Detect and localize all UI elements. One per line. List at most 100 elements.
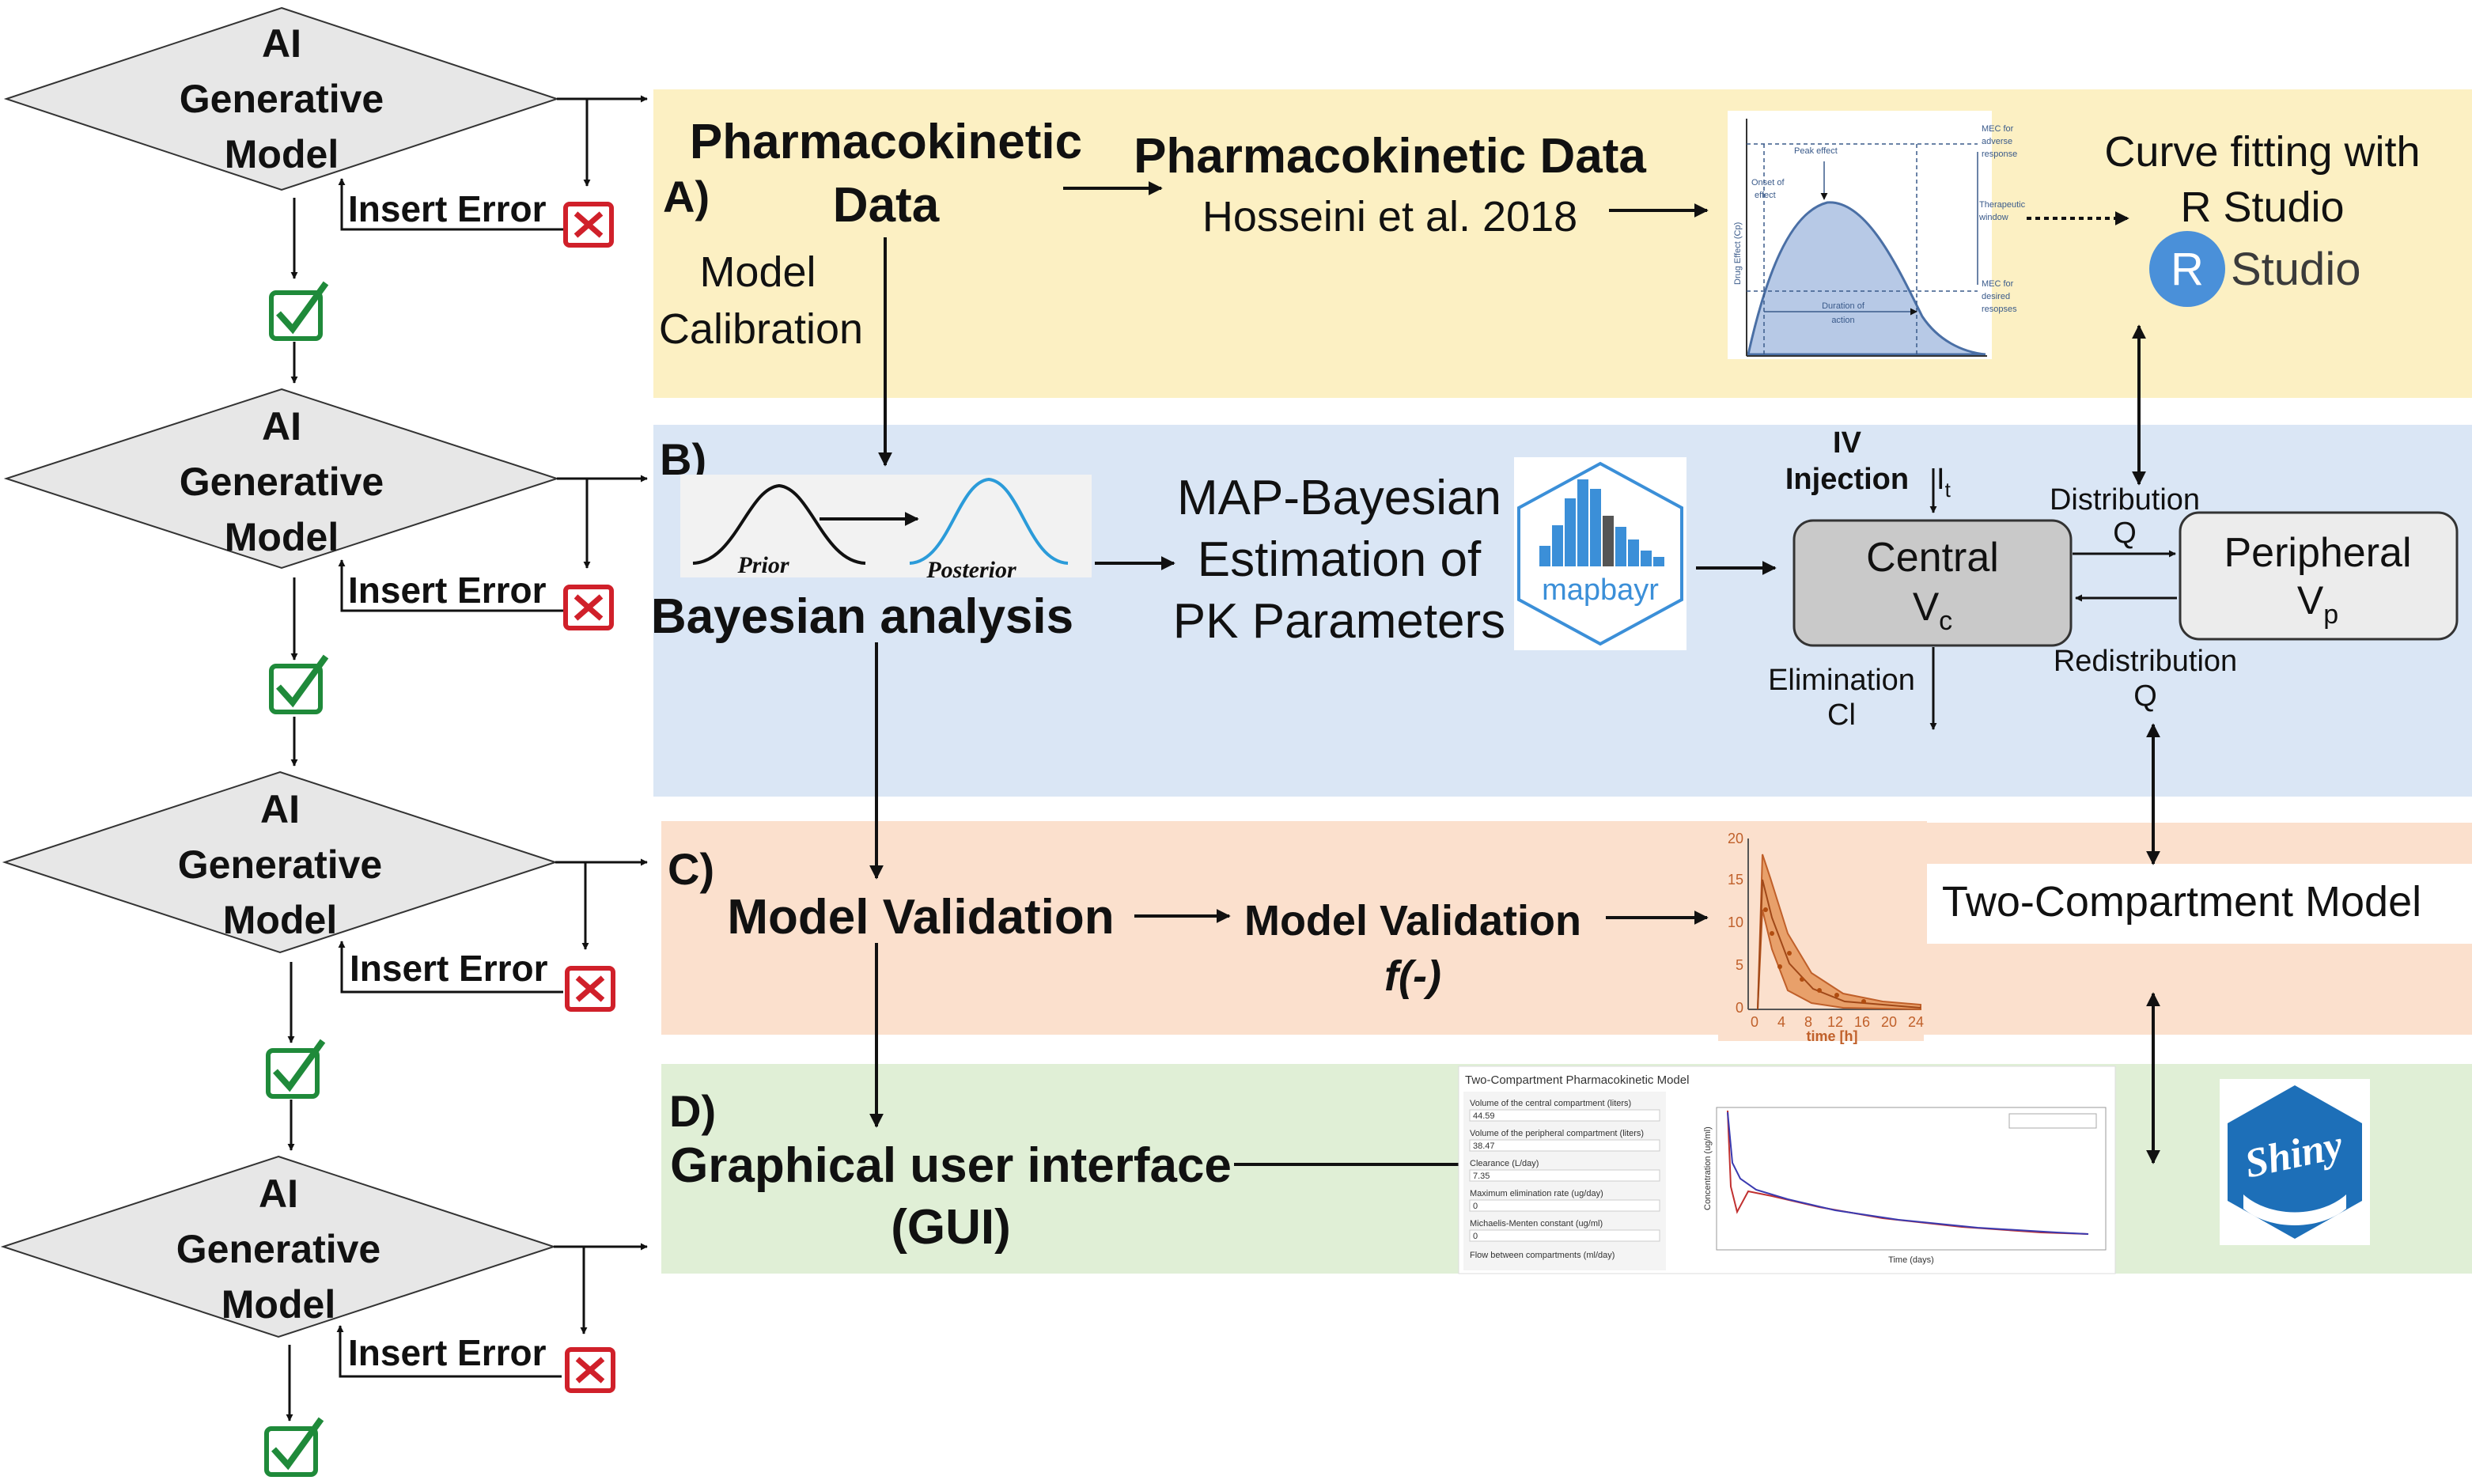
gui-field2-value: 38.47 [1473, 1141, 1495, 1151]
curve-fitting-line2: R Studio [2180, 184, 2344, 231]
panel-a-label: A) [663, 172, 710, 221]
peripheral-compartment [2179, 511, 2459, 641]
mec-desired-line3: resopses [1982, 305, 2017, 314]
gui-title: Two-Compartment Pharmacokinetic Model [1465, 1073, 1689, 1087]
ai-label-line3: Model [225, 132, 339, 176]
map-line3: PK Parameters [1173, 594, 1505, 649]
map-line1: MAP-Bayesian [1177, 471, 1501, 525]
pk-curve-area [1747, 201, 1986, 356]
vpc-y-tick: 0 [1736, 1000, 1743, 1016]
prior-curve [692, 483, 866, 565]
onset-label-line1: Onset of [1751, 178, 1785, 187]
gui-field1-label: Volume of the central compartment (liter… [1470, 1099, 1631, 1108]
gui-field3-input[interactable] [1469, 1169, 1660, 1182]
model-validation-f-line1: Model Validation [1244, 897, 1581, 945]
peripheral-volume: Vp [2297, 578, 2338, 630]
vpc-x-tick: 16 [1854, 1014, 1870, 1030]
rstudio-circle-icon [2149, 231, 2225, 307]
panel-c: C) Model Validation Model Validation f(-… [668, 642, 2421, 1164]
gui-plot: Concentration (ug/ml) Time (days) [1703, 1107, 2107, 1265]
panel-d-label: D) [669, 1086, 716, 1136]
ai-label-line2: Generative [176, 1227, 380, 1271]
model-calibration-line1: Model [699, 248, 816, 296]
pk-data-title: Pharmacokinetic Data [1134, 129, 1646, 184]
mapbayr-logo: mapbayr [1514, 457, 1686, 650]
ai-diamond [3, 388, 560, 570]
iv-label-line1: IV [1833, 426, 1862, 460]
insert-error-label: Insert Error [348, 188, 547, 229]
gui-field4-input[interactable] [1469, 1199, 1660, 1212]
vpc-x-axis-label: time [h] [1807, 1028, 1858, 1044]
mec-adverse-line1: MEC for [1982, 124, 2014, 134]
ai-diamond [0, 1155, 557, 1338]
gui-field1-input[interactable] [1469, 1109, 1660, 1122]
insert-error-label: Insert Error [350, 948, 548, 989]
ai-label-line1: AI [260, 787, 300, 831]
vpc-x-tick: 8 [1804, 1014, 1812, 1030]
iv-label-line2: Injection [1785, 463, 1909, 496]
ai-label-line3: Model [221, 1282, 335, 1327]
gui-field5-input[interactable] [1469, 1229, 1660, 1242]
vpc-median-line [1757, 879, 1921, 1010]
rstudio-logo-letter: R [2171, 244, 2204, 295]
ai-label-line1: AI [259, 1172, 298, 1216]
duration-label-line2: action [1831, 316, 1854, 325]
central-label: Central [1866, 535, 1999, 581]
two-compartment-band-top [1927, 823, 2472, 864]
ai-label-line2: Generative [178, 842, 382, 887]
check-icon [266, 1039, 326, 1099]
error-x-icon [565, 966, 615, 1012]
vpc-plot: 0 5 10 15 20 0 4 8 12 16 20 24 time [h] [1718, 827, 1924, 1044]
gui-plot-ylabel: Concentration (ug/ml) [1703, 1126, 1713, 1210]
vpc-x-tick: 0 [1751, 1014, 1758, 1030]
pk-data-heading-line1: Pharmacokinetic [690, 115, 1082, 169]
prior-label: Prior [736, 552, 789, 578]
ai-label-line3: Model [223, 898, 337, 942]
reference-citation: Hosseini et al. 2018 [1202, 193, 1577, 240]
ai-label-line1: AI [262, 404, 301, 449]
ai-diamond [2, 770, 558, 954]
vpc-y-ticks: 0 5 10 15 20 [1728, 831, 1743, 1016]
ai-step-3: AI Generative Model Insert Error [2, 770, 648, 1151]
distribution-symbol: Q [2113, 517, 2137, 550]
posterior-label: Posterior [926, 557, 1016, 583]
insert-error-label: Insert Error [348, 570, 547, 611]
gui-field2-input[interactable] [1469, 1139, 1660, 1152]
mec-desired-line2: desired [1982, 292, 2010, 301]
elimination-symbol: Cl [1827, 698, 1856, 732]
gui-curve-blue [1727, 1111, 2089, 1235]
shiny-logo: Shiny [2220, 1079, 2370, 1245]
panel-c-label: C) [668, 844, 714, 894]
check-icon [264, 1417, 324, 1477]
vpc-y-tick: 20 [1728, 831, 1743, 846]
prior-posterior-figure: Prior Posterior [680, 475, 1092, 583]
mapbayr-logo-text: mapbayr [1542, 574, 1659, 607]
posterior-curve [909, 477, 1069, 565]
gui-field5-label: Michaelis-Menten constant (ug/ml) [1470, 1219, 1603, 1228]
peak-effect-label: Peak effect [1794, 146, 1838, 156]
gui-field4-label: Maximum elimination rate (ug/day) [1470, 1189, 1603, 1198]
gui-field5-value: 0 [1473, 1232, 1478, 1241]
map-line2: Estimation of [1198, 532, 1482, 587]
pk-curve-figure: Drug Effect (Cp) Peak effect Onset of ef… [1728, 111, 2026, 359]
ai-step-2: AI Generative Model Insert Error [3, 388, 648, 767]
ai-label-line2: Generative [180, 77, 384, 121]
gui-field6-label: Flow between compartments (ml/day) [1470, 1251, 1615, 1260]
vpc-y-tick: 5 [1736, 957, 1743, 973]
panel-b: B) Prior Posterior Bayesian analysis MAP… [651, 237, 2459, 732]
two-compartment-band-bottom [1927, 944, 2472, 1035]
ai-label-line2: Generative [180, 460, 384, 504]
gui-field2-label: Volume of the peripheral compartment (li… [1470, 1129, 1644, 1138]
panel-a: A) Pharmacokinetic Data Model Calibratio… [659, 111, 2421, 359]
gui-label-line2: (GUI) [891, 1200, 1011, 1255]
onset-label-line2: effect [1755, 191, 1776, 200]
panel-c-background [661, 821, 1927, 1035]
error-feedback-arrow [338, 941, 563, 994]
gui-plot-xlabel: Time (days) [1888, 1255, 1934, 1265]
panel-d: D) Graphical user interface (GUI) Two-Co… [669, 943, 2370, 1274]
gui-field1-value: 44.59 [1473, 1111, 1495, 1121]
error-x-icon [563, 585, 614, 630]
redistribution-symbol: Q [2133, 680, 2157, 713]
pk-data-heading-line2: Data [833, 178, 940, 233]
insert-error-label: Insert Error [348, 1332, 547, 1373]
